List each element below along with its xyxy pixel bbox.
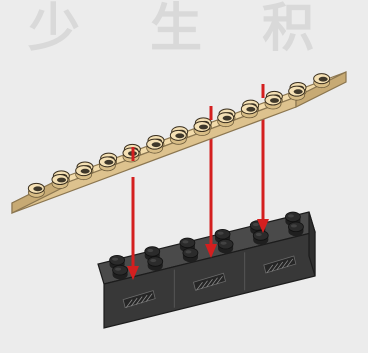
brick-stud-highlight <box>291 224 297 227</box>
brick-stud-highlight <box>185 250 191 253</box>
plate-stud-shadow <box>319 77 328 82</box>
plate-stud-shadow <box>270 98 279 103</box>
brick-stud-highlight <box>115 268 121 271</box>
brick-stud-highlight <box>256 233 262 236</box>
plate-stud-shadow <box>175 133 184 138</box>
brick-stud-highlight <box>218 232 224 235</box>
plate-stud-shadow <box>246 107 255 112</box>
plate-stud-shadow <box>33 186 42 191</box>
brick-stud-highlight <box>253 223 259 226</box>
plate-stud-shadow <box>223 116 232 121</box>
assembly-arrow-3 <box>257 114 269 233</box>
plate-stud-shadow <box>199 125 208 130</box>
brick-stud-highlight <box>112 258 118 261</box>
brick-stud-highlight <box>288 214 294 217</box>
plate-stud-shadow <box>81 169 90 174</box>
brick-stud-highlight <box>221 242 227 245</box>
plate-stud-shadow <box>152 142 161 147</box>
tan-plate <box>12 72 346 213</box>
plate-stud-shadow <box>57 178 66 183</box>
plate-stud-shadow <box>294 89 303 94</box>
brick-stud-highlight <box>182 240 188 243</box>
brick-stud-highlight <box>150 259 156 262</box>
brick-stud-highlight <box>147 249 153 252</box>
plate-stud-shadow <box>104 160 113 165</box>
